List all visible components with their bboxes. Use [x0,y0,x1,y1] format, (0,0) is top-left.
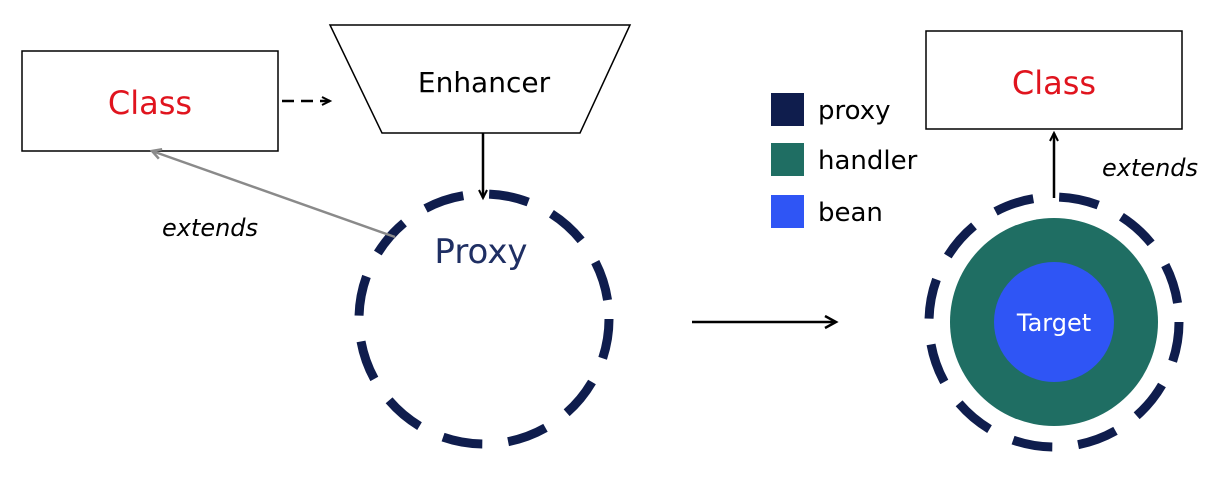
legend-label-bean: bean [818,198,883,228]
legend: proxy handler bean [771,93,918,228]
proxy-ring [354,189,614,449]
left-class-box: Class [21,50,279,152]
proxy-label: Proxy [434,232,527,272]
extends-arrow-left [152,151,396,239]
right-class-label: Class [1012,64,1096,102]
legend-swatch-proxy [771,93,804,126]
legend-item-handler: handler [771,143,918,176]
right-extends-label: extends [1102,154,1198,182]
legend-item-proxy: proxy [771,93,891,126]
left-extends-label: extends [162,214,258,242]
target-label: Target [1016,309,1091,337]
left-class-label: Class [108,84,192,122]
legend-label-proxy: proxy [818,96,891,126]
legend-swatch-bean [771,195,804,228]
right-proxy-ring [924,192,1184,452]
legend-swatch-handler [771,143,804,176]
bean-circle [994,262,1114,382]
legend-item-bean: bean [771,195,883,228]
legend-label-handler: handler [818,146,918,176]
enhancer-label: Enhancer [418,66,551,99]
right-class-box: Class [925,30,1183,130]
enhancer-box: Enhancer [328,24,632,134]
